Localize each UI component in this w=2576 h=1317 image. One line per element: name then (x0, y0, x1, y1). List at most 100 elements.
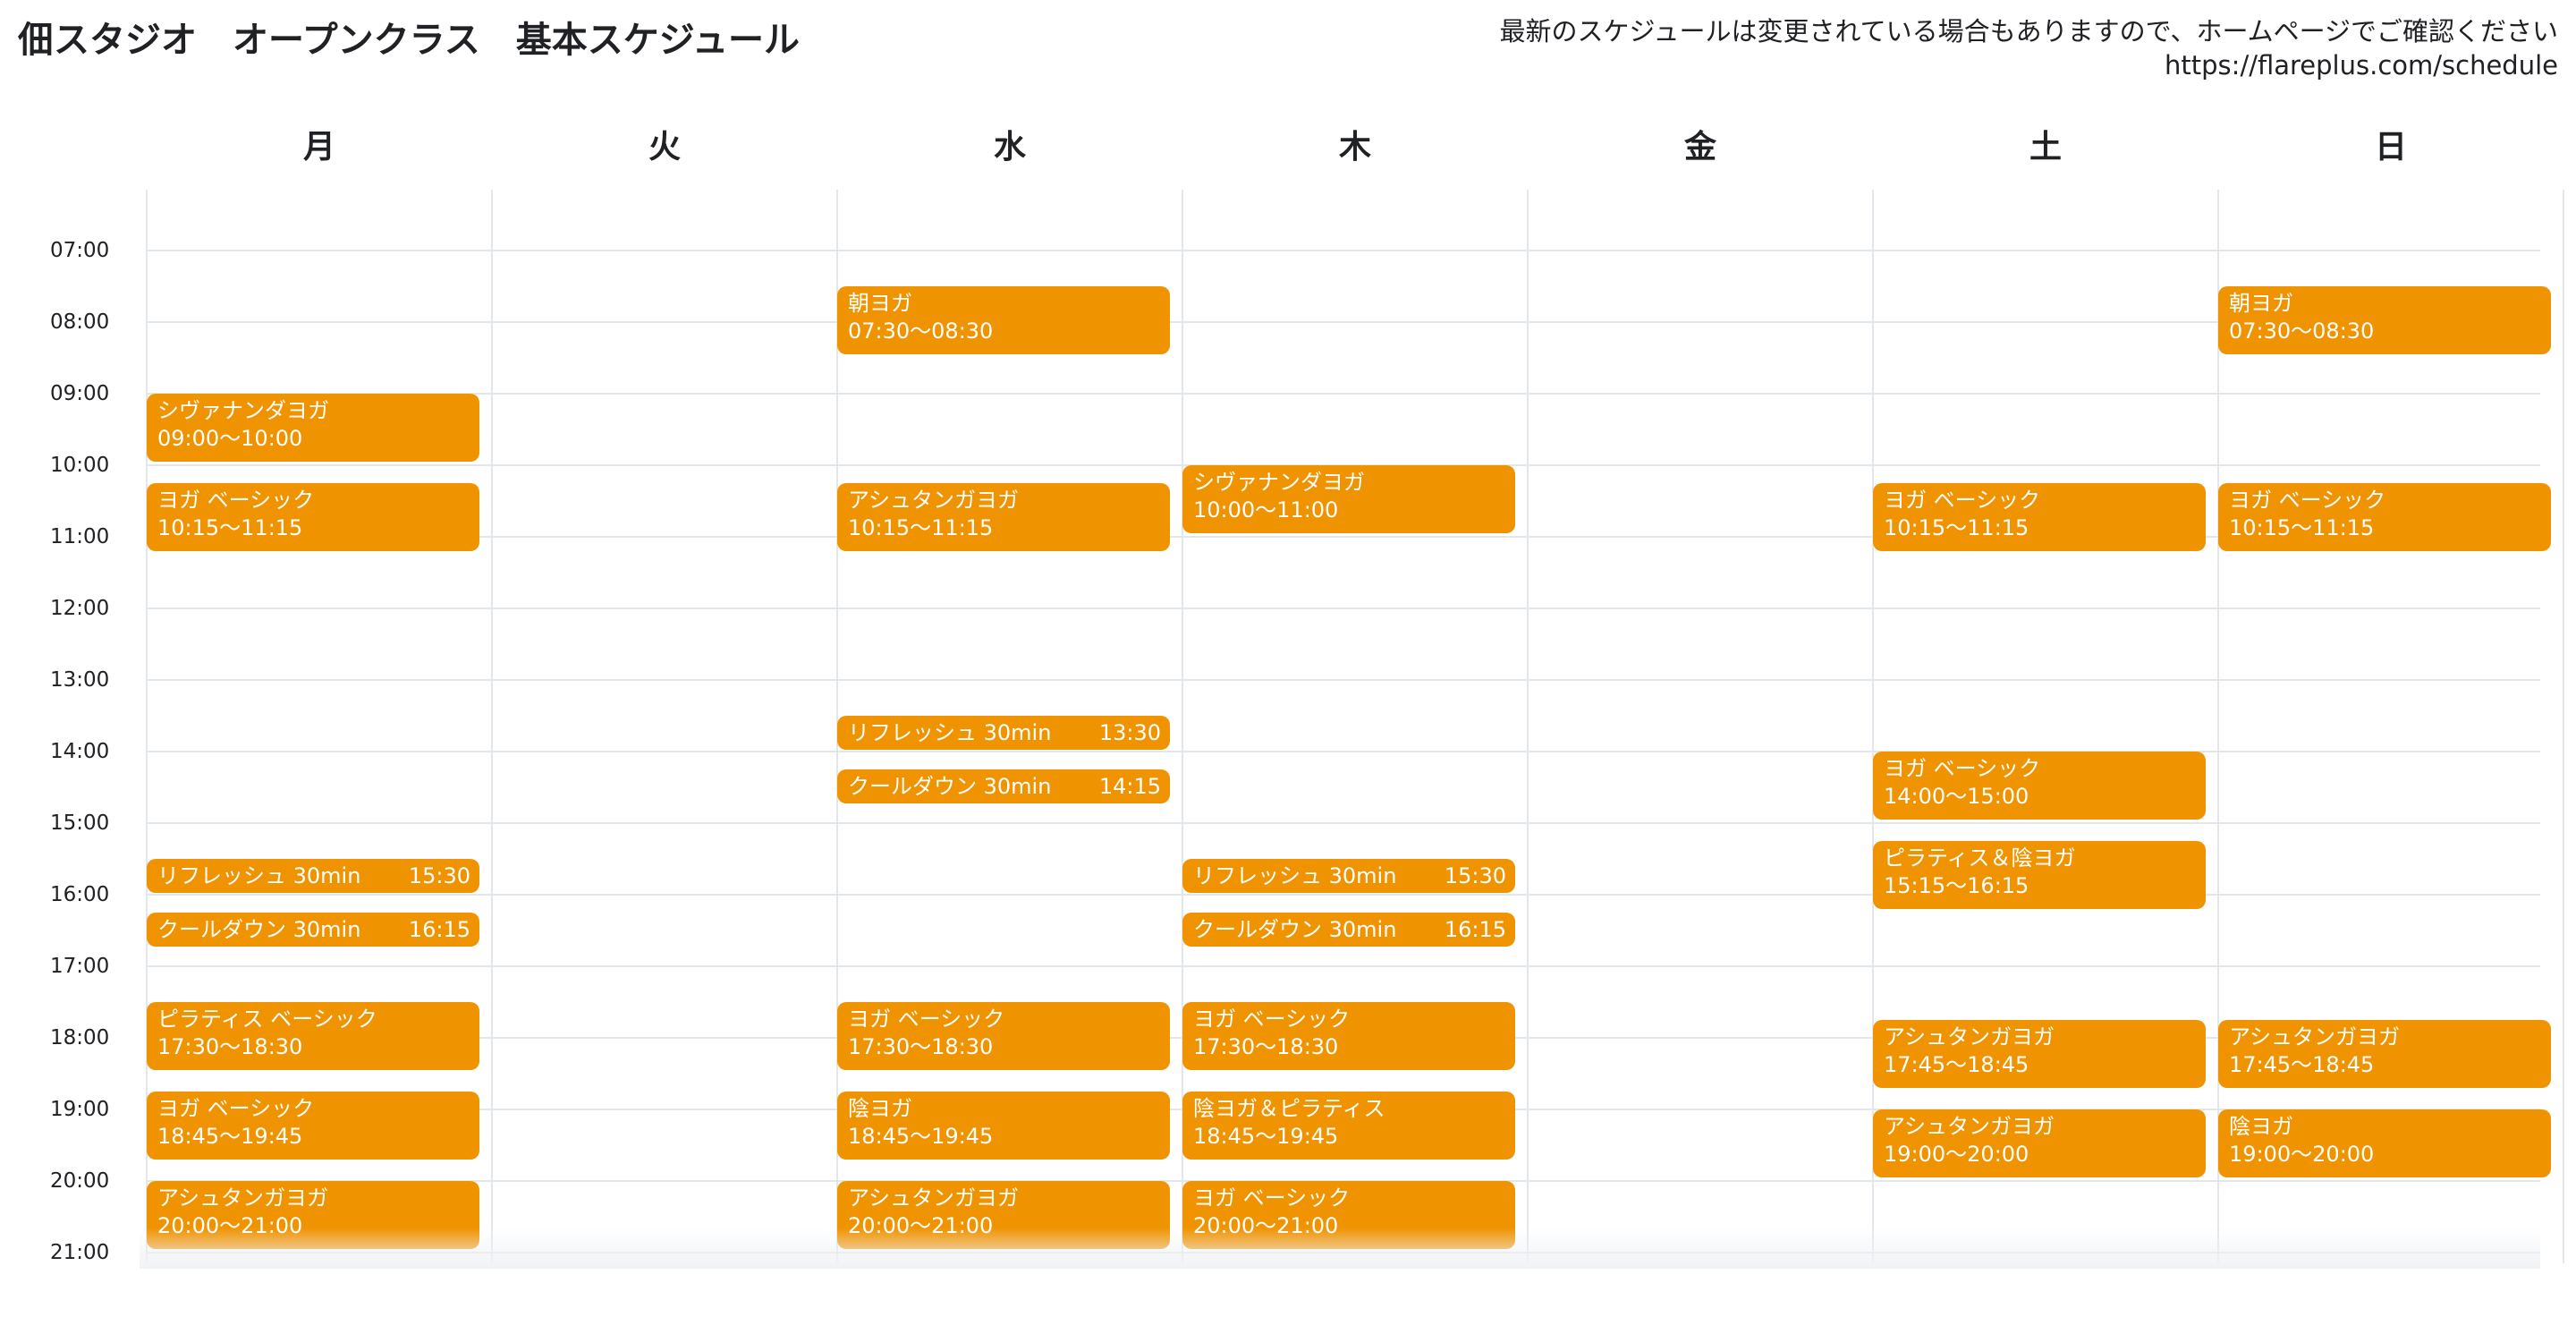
class-event[interactable]: ヨガ ベーシック 18:45〜19:45 (147, 1092, 479, 1160)
class-time: 17:30〜18:30 (848, 1034, 994, 1059)
class-name: アシュタンガヨガ (848, 1185, 1020, 1211)
class-time: 18:45〜19:45 (157, 1124, 303, 1149)
column-divider (1872, 190, 1874, 1263)
time-label: 12:00 (50, 597, 110, 620)
class-name: ヨガ ベーシック (1884, 488, 2041, 513)
class-time: 19:00〜20:00 (1884, 1142, 2029, 1167)
class-time: 18:45〜19:45 (848, 1124, 994, 1149)
day-header-1: 火 (648, 129, 681, 166)
class-event[interactable]: シヴァナンダヨガ 09:00〜10:00 (147, 394, 479, 462)
hour-gridline (147, 321, 2540, 323)
class-name: ピラティス＆陰ヨガ (1884, 845, 2076, 871)
time-label: 09:00 (50, 382, 110, 405)
hour-gridline (147, 393, 2540, 395)
class-time: 07:30〜08:30 (848, 319, 994, 344)
hour-gridline (147, 608, 2540, 609)
column-divider (1182, 190, 1183, 1263)
class-name: シヴァナンダヨガ (157, 398, 329, 423)
time-label: 16:00 (50, 883, 110, 906)
class-time: 13:30 (1098, 720, 1161, 745)
hour-gridline (147, 679, 2540, 681)
class-name: アシュタンガヨガ (1884, 1024, 2055, 1049)
time-label: 13:00 (50, 668, 110, 692)
class-event[interactable]: リフレッシュ 30min 13:30 (837, 716, 1170, 750)
class-time: 15:15〜16:15 (1884, 873, 2029, 898)
class-name: アシュタンガヨガ (157, 1185, 329, 1211)
day-header-0: 月 (302, 129, 335, 166)
class-time: 15:30 (1444, 863, 1506, 888)
class-time: 19:00〜20:00 (2229, 1142, 2375, 1167)
class-name: ヨガ ベーシック (157, 1096, 315, 1121)
class-event[interactable]: アシュタンガヨガ 19:00〜20:00 (1873, 1109, 2206, 1177)
class-time: 09:00〜10:00 (157, 426, 303, 451)
time-label: 18:00 (50, 1026, 110, 1049)
class-name: アシュタンガヨガ (848, 488, 1020, 513)
class-event[interactable]: 陰ヨガ 18:45〜19:45 (837, 1092, 1170, 1160)
class-time: 15:30 (408, 863, 470, 888)
day-header-5: 土 (2029, 129, 2062, 166)
class-name: クールダウン 30min (157, 917, 361, 942)
time-label: 19:00 (50, 1098, 110, 1121)
class-event[interactable]: ヨガ ベーシック 14:00〜15:00 (1873, 752, 2206, 820)
class-name: 陰ヨガ＆ピラティス (1193, 1096, 1385, 1121)
time-label: 08:00 (50, 310, 110, 334)
class-name: ヨガ ベーシック (848, 1007, 1005, 1032)
schedule-notice: 最新のスケジュールは変更されている場合もありますので、ホームページでご確認くださ… (1500, 14, 2559, 82)
class-event[interactable]: アシュタンガヨガ 17:45〜18:45 (1873, 1020, 2206, 1088)
time-label: 14:00 (50, 740, 110, 763)
class-time: 10:15〜11:15 (157, 515, 303, 540)
time-label: 10:00 (50, 454, 110, 477)
hour-gridline (147, 894, 2540, 896)
class-time: 10:15〜11:15 (1884, 515, 2029, 540)
class-name: リフレッシュ 30min (848, 720, 1052, 745)
class-time: 10:15〜11:15 (2229, 515, 2375, 540)
time-label: 21:00 (50, 1241, 110, 1264)
page-title: 佃スタジオ オープンクラス 基本スケジュール (18, 20, 800, 61)
column-divider (1527, 190, 1529, 1263)
class-event[interactable]: リフレッシュ 30min 15:30 (1182, 859, 1515, 893)
day-header-6: 日 (2374, 129, 2407, 166)
scroll-fade (140, 1228, 2540, 1269)
day-header-3: 木 (1338, 129, 1371, 166)
column-divider (2563, 190, 2564, 1263)
class-name: ヨガ ベーシック (1884, 756, 2041, 781)
day-header-4: 金 (1683, 129, 1716, 166)
schedule-url[interactable]: https://flareplus.com/schedule (2165, 50, 2558, 81)
class-name: ヨガ ベーシック (157, 488, 315, 513)
time-label: 20:00 (50, 1169, 110, 1193)
hour-gridline (147, 751, 2540, 752)
class-time: 07:30〜08:30 (2229, 319, 2375, 344)
class-name: ピラティス ベーシック (157, 1007, 377, 1032)
class-name: ヨガ ベーシック (1193, 1007, 1351, 1032)
class-name: 陰ヨガ (848, 1096, 912, 1121)
class-name: アシュタンガヨガ (1884, 1114, 2055, 1139)
class-name: リフレッシュ 30min (1193, 863, 1397, 888)
class-event[interactable]: クールダウン 30min 16:15 (1182, 913, 1515, 947)
class-time: 14:00〜15:00 (1884, 784, 2029, 809)
class-time: 17:45〜18:45 (1884, 1052, 2029, 1077)
class-name: クールダウン 30min (1193, 917, 1397, 942)
column-divider (146, 190, 148, 1263)
class-time: 16:15 (1444, 917, 1506, 942)
class-time: 17:45〜18:45 (2229, 1052, 2375, 1077)
class-name: クールダウン 30min (848, 774, 1052, 799)
class-name: ヨガ ベーシック (2229, 488, 2386, 513)
